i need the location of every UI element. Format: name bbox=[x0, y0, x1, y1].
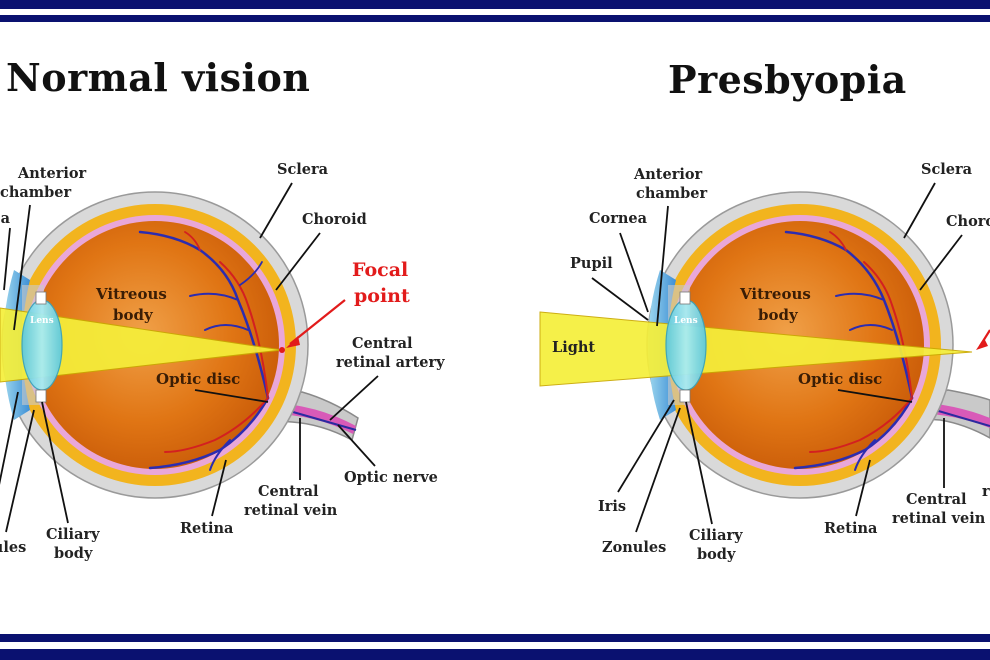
lens-shape-right bbox=[665, 299, 707, 391]
label-pupil-right: Pupil bbox=[570, 255, 613, 272]
label-ciliary-body-r2: body bbox=[697, 546, 736, 563]
label-anterior-chamber-l1: Anterior bbox=[17, 165, 87, 182]
label-sclera-right: Sclera bbox=[921, 161, 973, 178]
label-central-retinal-vein-r1: Central bbox=[906, 491, 967, 508]
label-optic-nerve-left: Optic nerve bbox=[344, 469, 438, 486]
label-optic-disc-right: Optic disc bbox=[798, 370, 882, 388]
label-light-right: Light bbox=[552, 339, 595, 356]
label-cornea-left: Cornea bbox=[0, 210, 11, 227]
label-anterior-chamber-r2: chamber bbox=[636, 185, 707, 202]
title-normal-vision: Normal vision bbox=[6, 55, 311, 100]
label-choroid-left: Choroid bbox=[302, 211, 367, 228]
light-beam bbox=[0, 307, 283, 383]
label-optic-disc-left: Optic disc bbox=[156, 370, 240, 388]
label-retina-left: Retina bbox=[180, 520, 234, 537]
label-vitreous-body-l2: body bbox=[113, 306, 154, 324]
lens-shape bbox=[21, 299, 63, 391]
label-central-retinal-artery-l1: Central bbox=[352, 335, 413, 352]
label-central-retinal-artery-right: retinal artery bbox=[982, 483, 990, 500]
label-central-retinal-vein-r2: retinal vein bbox=[892, 510, 986, 527]
label-retina-right: Retina bbox=[824, 520, 878, 537]
frame-bottom-bar-inner bbox=[0, 634, 990, 642]
label-zonules-left: Zonules bbox=[0, 539, 26, 556]
title-presbyopia: Presbyopia bbox=[668, 57, 907, 102]
frame-top-bar bbox=[0, 0, 990, 9]
label-ciliary-body-l2: body bbox=[54, 545, 93, 562]
label-anterior-chamber-l2: chamber bbox=[0, 184, 71, 201]
label-central-retinal-vein-l1: Central bbox=[258, 483, 319, 500]
label-focal-point-l2: point bbox=[354, 285, 410, 307]
label-zonules-right: Zonules bbox=[602, 539, 666, 556]
label-cornea-right: Cornea bbox=[589, 210, 648, 227]
frame-top-bar-inner bbox=[0, 15, 990, 22]
label-choroid-right: Choroid bbox=[946, 213, 990, 230]
label-vitreous-body-l1: Vitreous bbox=[95, 285, 167, 303]
label-ciliary-body-l1: Ciliary bbox=[46, 526, 100, 543]
focal-point-marker bbox=[279, 347, 285, 353]
label-ciliary-body-r1: Ciliary bbox=[689, 527, 743, 544]
label-lens-left: Lens bbox=[30, 316, 54, 326]
eye-presbyopia bbox=[539, 191, 990, 499]
label-central-retinal-artery-l2: retinal artery bbox=[336, 354, 445, 371]
label-anterior-chamber-r1: Anterior bbox=[633, 166, 703, 183]
label-central-retinal-vein-l2: retinal vein bbox=[244, 502, 338, 519]
label-vitreous-body-r1: Vitreous bbox=[739, 285, 811, 303]
light-beam-right bbox=[539, 311, 973, 387]
label-sclera-left: Sclera bbox=[277, 161, 329, 178]
label-iris-right: Iris bbox=[598, 498, 626, 515]
label-lens-right: Lens bbox=[674, 316, 698, 326]
blood-vessels bbox=[138, 230, 270, 471]
label-focal-point-l1: Focal bbox=[352, 259, 408, 281]
label-vitreous-body-r2: body bbox=[758, 306, 799, 324]
eye-normal bbox=[0, 191, 359, 499]
frame-bottom-bar bbox=[0, 649, 990, 660]
